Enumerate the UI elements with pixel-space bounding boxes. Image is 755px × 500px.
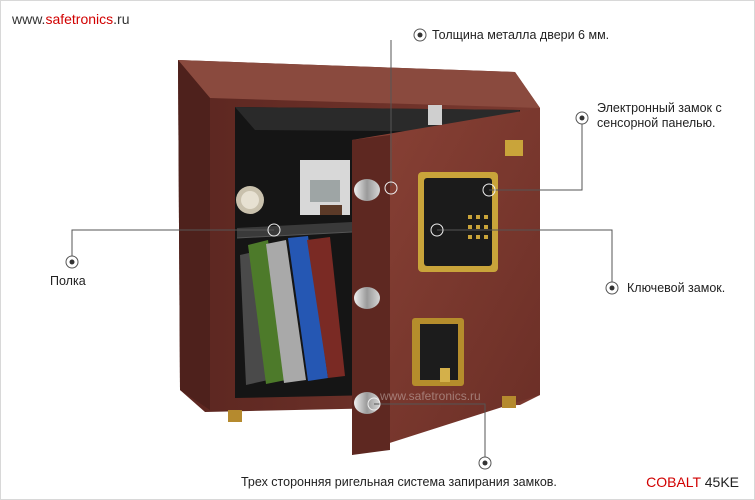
site-watermark: www.safetronics.ru [12,11,130,27]
marker-electronic-lock [575,111,589,125]
books [240,236,345,385]
site-highlight: safetronics [45,11,114,27]
shelf-items [236,160,350,215]
label-bolt-system: Трех сторонняя ригельная система запиран… [241,475,557,489]
site-suffix: .ru [113,11,130,27]
label-electronic-lock-line1: Электронный замок с [597,101,722,115]
model-name: COBALT 45KE [646,474,739,490]
marker-door-thickness [413,28,427,42]
site-prefix: www. [12,11,46,27]
label-key-lock: Ключевой замок. [627,281,726,295]
marker-shelf [65,255,79,269]
label-electronic-lock-line2: сенсорной панелью. [597,116,716,130]
marker-key-lock [605,281,619,295]
label-electronic-lock: Электронный замок с сенсорной панелью. [597,101,722,131]
callout-markers [65,28,619,470]
model-brand: COBALT [646,474,701,490]
center-watermark: www.safetronics.ru [379,389,481,403]
shelf [236,222,353,239]
callout-lines [71,40,613,463]
locking-bolts [354,105,442,414]
safe-feet [228,396,516,422]
model-code: 45KE [704,474,739,490]
label-shelf: Полка [50,274,86,288]
label-door-thickness: Толщина металла двери 6 мм. [432,28,610,42]
marker-bolt-system [478,456,492,470]
